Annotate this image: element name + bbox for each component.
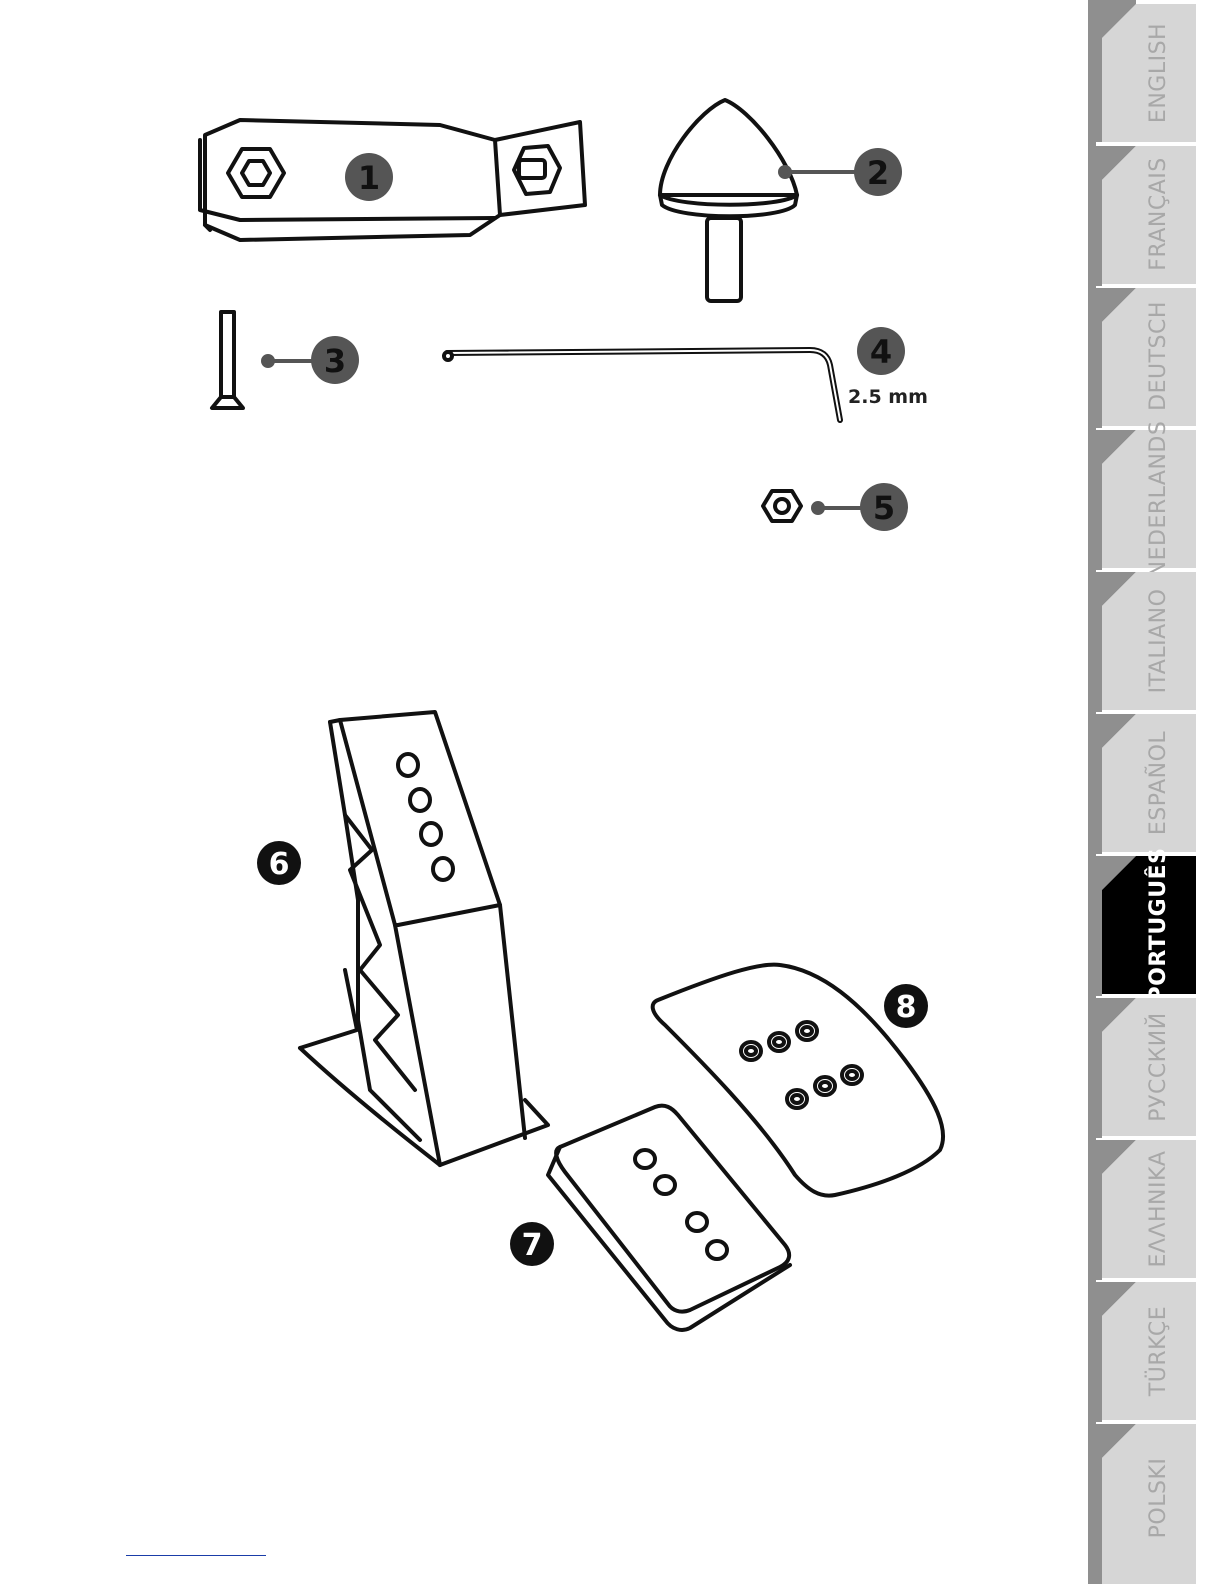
svg-text:PORTUGUÊS: PORTUGUÊS — [1145, 848, 1171, 1003]
part-badge-1: 1 — [345, 153, 393, 201]
svg-text:2: 2 — [867, 154, 889, 192]
svg-text:NEDERLANDS: NEDERLANDS — [1146, 421, 1171, 578]
footer-link-underline[interactable] — [126, 1555, 266, 1556]
part-badge-2: 2 — [854, 148, 902, 196]
svg-text:FRANÇAIS: FRANÇAIS — [1146, 157, 1171, 270]
svg-text:3: 3 — [324, 342, 346, 380]
part-badge-8: 8 — [884, 984, 928, 1028]
language-tabs: ENGLISH FRANÇAIS DEUTSCH NEDERLANDS ITAL… — [1088, 0, 1224, 1584]
pedal-arm-drawing — [300, 712, 548, 1165]
tab-english[interactable]: ENGLISH — [1096, 0, 1196, 142]
tab-portugues[interactable]: PORTUGUÊS — [1096, 848, 1196, 1003]
svg-text:DEUTSCH: DEUTSCH — [1146, 301, 1171, 411]
tab-greek[interactable]: ΕΛΛΗΝΙΚΑ — [1096, 1140, 1196, 1280]
tab-polski[interactable]: POLSKI — [1096, 1424, 1196, 1584]
small-pedal-plate-drawing — [548, 1106, 790, 1330]
part-badge-5: 5 — [860, 483, 908, 531]
cone-drawing — [660, 100, 797, 301]
tab-turkce[interactable]: TÜRKÇE — [1096, 1282, 1196, 1422]
svg-text:TÜRKÇE: TÜRKÇE — [1145, 1306, 1171, 1397]
svg-text:ΕΛΛΗΝΙΚΑ: ΕΛΛΗΝΙΚΑ — [1146, 1151, 1171, 1268]
tab-deutsch[interactable]: DEUTSCH — [1096, 288, 1196, 428]
tab-italiano[interactable]: ITALIANO — [1096, 572, 1196, 712]
svg-text:РУССКИЙ: РУССКИЙ — [1145, 1012, 1171, 1121]
tab-russian[interactable]: РУССКИЙ — [1096, 998, 1196, 1138]
screw-drawing — [212, 312, 243, 408]
part-badge-4: 4 — [857, 327, 905, 375]
part-badge-3: 3 — [311, 336, 359, 384]
svg-text:ENGLISH: ENGLISH — [1146, 23, 1171, 123]
part-badge-6: 6 — [257, 841, 301, 885]
svg-text:7: 7 — [522, 1228, 543, 1263]
svg-text:4: 4 — [870, 333, 892, 371]
tab-nederlands[interactable]: NEDERLANDS — [1096, 421, 1196, 578]
svg-text:1: 1 — [358, 159, 380, 197]
nut-drawing — [763, 491, 801, 521]
svg-text:POLSKI: POLSKI — [1146, 1458, 1171, 1539]
tab-francais[interactable]: FRANÇAIS — [1096, 146, 1196, 286]
svg-text:ESPAÑOL: ESPAÑOL — [1144, 731, 1171, 836]
hex-key-size-label: 2.5 mm — [848, 386, 928, 408]
hex-key-drawing — [444, 350, 840, 420]
svg-text:6: 6 — [269, 847, 290, 882]
svg-text:8: 8 — [896, 990, 917, 1025]
svg-text:ITALIANO: ITALIANO — [1146, 589, 1171, 694]
svg-text:5: 5 — [873, 489, 895, 527]
tab-espanol[interactable]: ESPAÑOL — [1096, 714, 1196, 854]
part-badge-7: 7 — [510, 1222, 554, 1266]
